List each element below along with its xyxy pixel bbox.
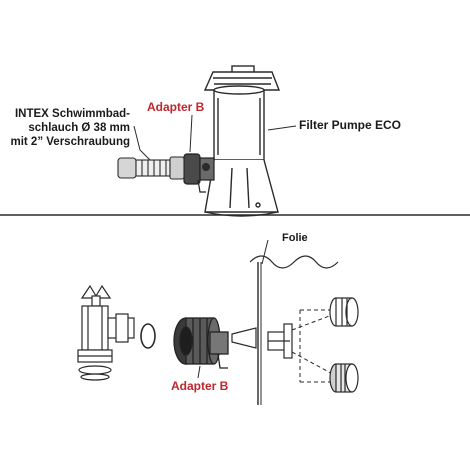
- fitting-upper: [329, 297, 359, 327]
- pool-wall: [249, 239, 339, 405]
- label-intex-line-3: mit 2” Verschraubung: [10, 136, 130, 148]
- label-folie: Folie: [282, 232, 308, 244]
- adapter-b-bottom: [173, 317, 229, 369]
- adapter-b-top: [183, 153, 215, 193]
- leader-line-adapter-bottom: [197, 365, 201, 379]
- valve-assembly: [77, 284, 135, 381]
- fitting-lower: [329, 363, 359, 393]
- cone-tube: [231, 327, 257, 349]
- wall-fitting: [267, 323, 293, 359]
- label-intex-hose: INTEX Schwimmbad- schlauch Ø 38 mm mit 2…: [6, 107, 130, 149]
- label-intex-line-2: schlauch Ø 38 mm: [28, 122, 130, 134]
- leader-lines-top: [133, 114, 297, 161]
- label-filter-pump: Filter Pumpe ECO: [299, 118, 402, 132]
- seal-ring: [140, 323, 156, 349]
- label-adapter-b-bottom: Adapter B: [171, 379, 229, 393]
- label-intex-line-1: INTEX Schwimmbad-: [14, 108, 130, 120]
- filter-pump: [203, 65, 281, 217]
- intex-hose: [117, 156, 185, 180]
- label-adapter-b-top: Adapter B: [147, 100, 205, 114]
